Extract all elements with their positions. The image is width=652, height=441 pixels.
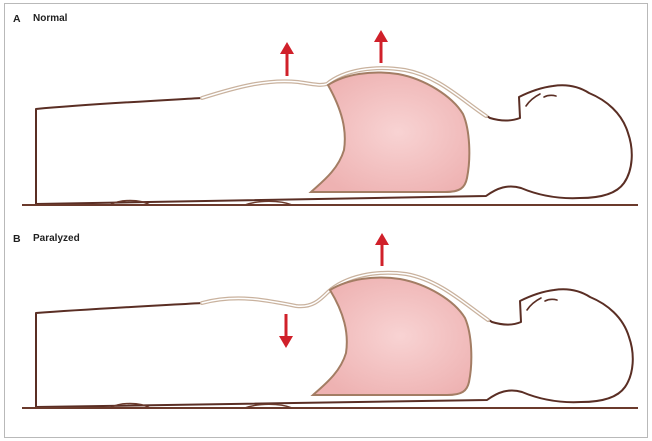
panel-b-letter: B bbox=[13, 234, 21, 245]
panel-a-letter: A bbox=[13, 14, 21, 25]
panel-a-title: Normal bbox=[33, 14, 67, 24]
panel-a-illustration bbox=[22, 30, 638, 205]
arrow-up-icon bbox=[374, 30, 388, 63]
arrow-up-icon bbox=[375, 233, 389, 266]
panel-b-title: Paralyzed bbox=[33, 234, 80, 244]
arrow-up-icon bbox=[280, 42, 294, 76]
panel-b-illustration bbox=[22, 233, 638, 408]
